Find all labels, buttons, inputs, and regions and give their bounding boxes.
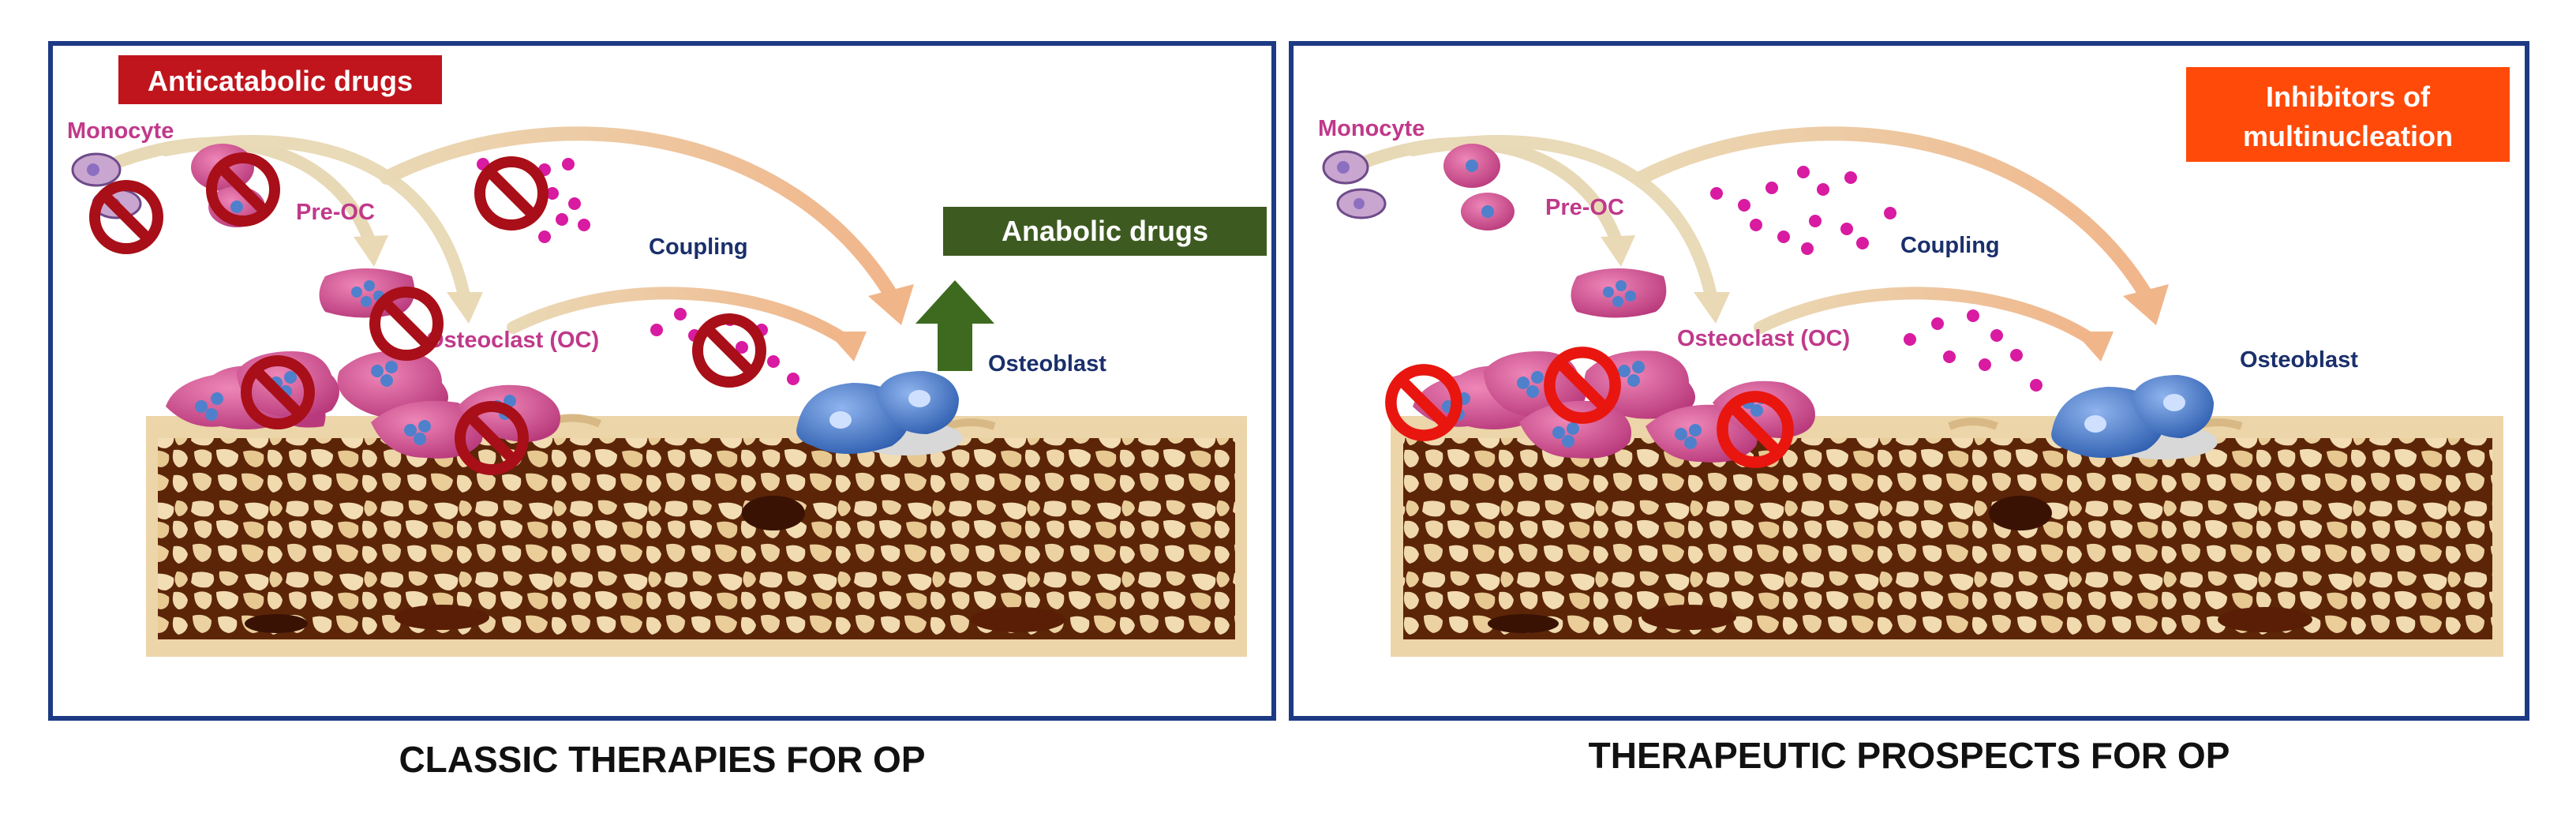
anabolic-drugs-box	[943, 207, 1267, 256]
left-differentiation-arrows	[112, 126, 914, 362]
right-pre-oc-cells	[1443, 144, 1515, 230]
anticatabolic-drugs-box	[118, 55, 442, 104]
right-pre-oc-label: Pre-OC	[1545, 195, 1624, 220]
right-osteoclast-label: Osteoclast (OC)	[1677, 326, 1850, 351]
left-coupling-label: Coupling	[649, 234, 748, 260]
right-osteoblast-cells	[2051, 375, 2218, 459]
left-panel-caption: CLASSIC THERAPIES FOR OP	[399, 739, 926, 780]
left-panel: Anticatabolic drugs Monocyte Pre-OC	[48, 41, 1276, 721]
right-panel-caption: THERAPEUTIC PROSPECTS FOR OP	[1588, 735, 2230, 776]
anabolic-drugs-label: Anabolic drugs	[1002, 215, 1208, 247]
right-monocyte-label: Monocyte	[1318, 116, 1425, 141]
right-panel: Inhibitors of multinucleation Monocyte P…	[1289, 41, 2529, 721]
right-coupling-factors	[1710, 166, 2042, 392]
left-osteoclast-label: Osteoclast (OC)	[426, 328, 599, 353]
inhibitors-label-line2: multinucleation	[2243, 120, 2453, 152]
left-pre-oc-label: Pre-OC	[296, 200, 375, 225]
left-bone-tissue	[146, 412, 1247, 657]
inhibitors-label-line1: Inhibitors of	[2266, 81, 2431, 113]
right-differentiation-arrows	[1359, 126, 2169, 362]
right-osteoblast-label: Osteoblast	[2240, 347, 2358, 373]
left-monocyte-label: Monocyte	[67, 118, 174, 144]
left-osteoblast-cells	[796, 371, 963, 455]
right-monocyte-cells	[1322, 150, 1387, 219]
right-coupling-label: Coupling	[1900, 233, 2000, 258]
anabolic-up-arrow	[915, 280, 994, 371]
inhibitors-of-multinucleation-box	[2186, 67, 2510, 162]
right-fusing-pre-oc-cell	[1571, 268, 1667, 318]
anticatabolic-drugs-label: Anticatabolic drugs	[148, 65, 413, 97]
left-osteoblast-label: Osteoblast	[988, 351, 1106, 377]
